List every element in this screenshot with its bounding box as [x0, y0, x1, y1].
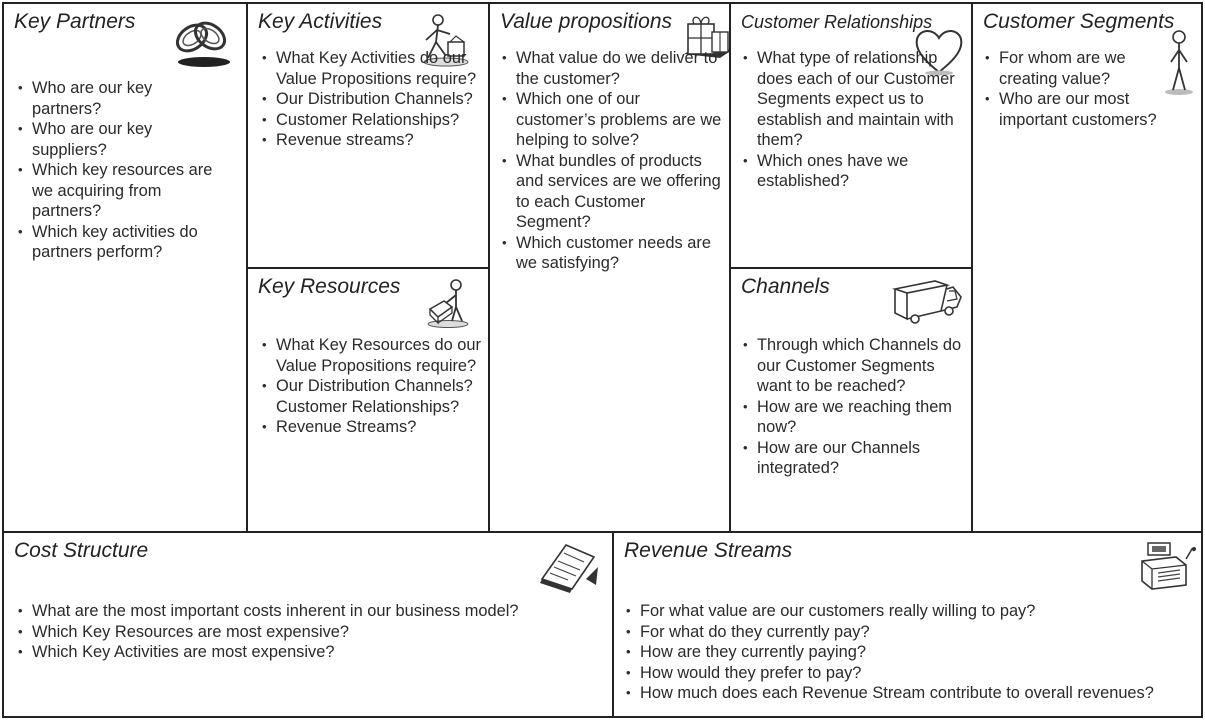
list-item: Which ones have we established? [741, 151, 967, 192]
list-item: What bundles of products and services ar… [500, 151, 723, 233]
list-item: For what do they currently pay? [624, 622, 1199, 643]
revenue-streams-list: For what value are our customers really … [624, 601, 1199, 704]
customer-relationships-block: Customer Relationships What type of rela… [729, 2, 973, 269]
list-item: For whom are we creating value? [983, 48, 1183, 89]
list-item: How would they prefer to pay? [624, 663, 1199, 684]
resources-worker-icon [424, 277, 474, 329]
list-item: What Key Activities do our Value Proposi… [260, 48, 482, 89]
customer-segments-list: For whom are we creating value? Who are … [983, 48, 1183, 130]
customer-relationships-list: What type of relationship does each of o… [741, 48, 967, 192]
list-item: Revenue Streams? [260, 417, 482, 438]
list-item: Which key activities do partners perform… [16, 222, 221, 263]
cash-register-icon [1136, 539, 1196, 595]
list-item: Which Key Activities are most expensive? [16, 642, 606, 663]
list-item: Which key resources are we acquiring fro… [16, 160, 221, 222]
customer-segments-block: Customer Segments For whom are we creati… [971, 2, 1203, 533]
key-resources-title: Key Resources [258, 275, 401, 298]
channels-block: Channels Through which Channels do our C… [729, 267, 973, 533]
list-item: How much does each Revenue Stream contri… [624, 683, 1199, 704]
key-partners-block: Key Partners Who are our key partners? W… [2, 2, 248, 533]
key-partners-title: Key Partners [14, 10, 136, 33]
list-item: Our Distribution Channels? [260, 89, 482, 110]
key-activities-list: What Key Activities do our Value Proposi… [260, 48, 482, 151]
list-item: Customer Relationships? [260, 110, 482, 131]
key-resources-block: Key Resources What Key Resources do our … [246, 267, 490, 533]
list-item: Which Key Resources are most expensive? [16, 622, 606, 643]
customer-segments-title: Customer Segments [983, 10, 1175, 33]
list-item: How are they currently paying? [624, 642, 1199, 663]
list-item: Which one of our customer’s problems are… [500, 89, 723, 151]
list-item: Revenue streams? [260, 130, 482, 151]
key-activities-block: Key Activities What Key Activities do ou… [246, 2, 490, 269]
receipt-icon [536, 539, 600, 593]
key-resources-list: What Key Resources do our Value Proposit… [260, 335, 482, 438]
list-item: What type of relationship does each of o… [741, 48, 967, 151]
cost-structure-title: Cost Structure [14, 539, 149, 562]
list-item: How are our Channels integrated? [741, 438, 967, 479]
key-partners-list: Who are our key partners? Who are our ke… [16, 78, 221, 263]
list-item: What Key Resources do our Value Proposit… [260, 335, 482, 376]
list-item: Through which Channels do our Customer S… [741, 335, 967, 397]
value-propositions-title: Value propositions [500, 10, 672, 33]
key-activities-title: Key Activities [258, 10, 383, 33]
list-item: Which customer needs are we satisfying? [500, 233, 723, 274]
revenue-streams-title: Revenue Streams [624, 539, 793, 562]
channels-list: Through which Channels do our Customer S… [741, 335, 967, 479]
cost-structure-list: What are the most important costs inhere… [16, 601, 606, 663]
list-item: Who are our most important customers? [983, 89, 1183, 130]
list-item: Who are our key partners? [16, 78, 221, 119]
value-propositions-list: What value do we deliver to the customer… [500, 48, 723, 274]
list-item: What value do we deliver to the customer… [500, 48, 723, 89]
revenue-streams-block: Revenue Streams For what value are our c… [612, 531, 1203, 718]
list-item: Who are our key suppliers? [16, 119, 221, 160]
value-propositions-block: Value propositions What value do we deli… [488, 2, 731, 533]
list-item: Our Distribution Channels? Customer Rela… [260, 376, 482, 417]
customer-relationships-title: Customer Relationships [741, 12, 933, 32]
channels-title: Channels [741, 275, 830, 298]
list-item: For what value are our customers really … [624, 601, 1199, 622]
list-item: What are the most important costs inhere… [16, 601, 606, 622]
cost-structure-block: Cost Structure What are the most importa… [2, 531, 614, 718]
delivery-truck-icon [891, 277, 965, 327]
chain-links-icon [166, 12, 234, 70]
list-item: How are we reaching them now? [741, 397, 967, 438]
